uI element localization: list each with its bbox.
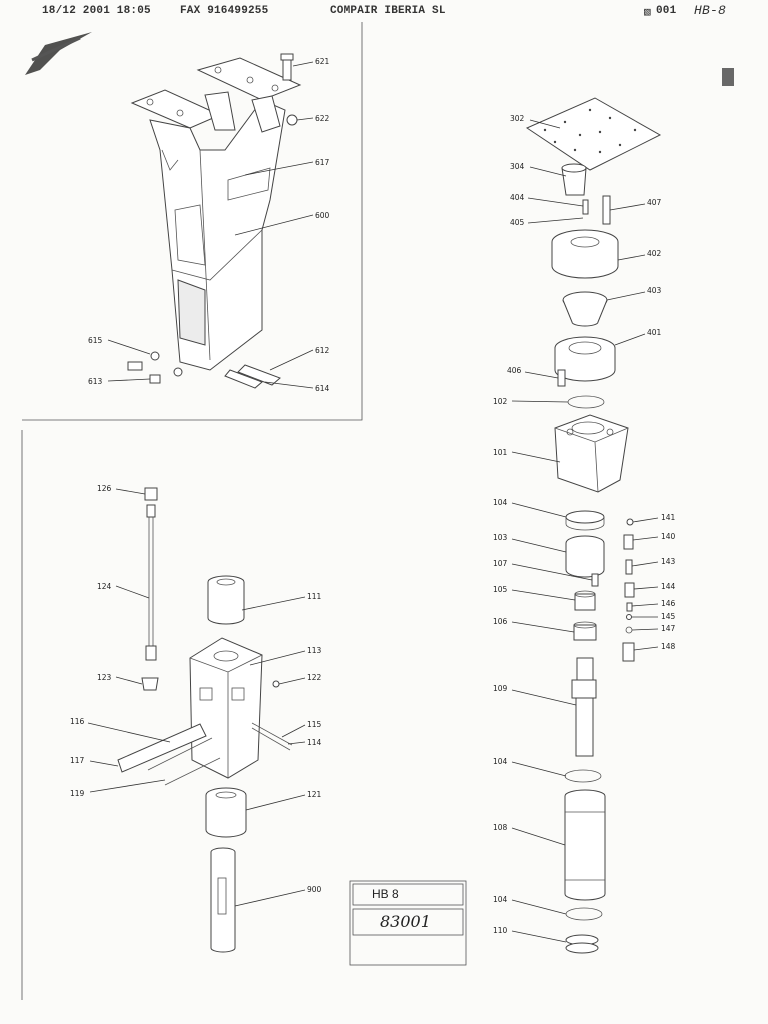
label-116: 116 <box>70 717 85 726</box>
fax-datetime: 18/12 2001 18:05 <box>42 5 151 17</box>
label-110: 110 <box>493 926 508 935</box>
valve-parts <box>622 518 635 662</box>
front-head-assembly <box>117 487 293 953</box>
label-104-mid: 104 <box>493 757 508 766</box>
cylinder-assembly <box>525 97 662 954</box>
label-402: 402 <box>647 249 662 258</box>
label-103: 103 <box>493 533 508 542</box>
label-304: 304 <box>510 162 525 171</box>
label-146: 146 <box>661 599 676 608</box>
label-613: 613 <box>88 377 103 386</box>
label-106: 106 <box>493 617 508 626</box>
label-406: 406 <box>507 366 522 375</box>
label-126: 126 <box>97 484 112 493</box>
label-123: 123 <box>97 673 112 682</box>
label-104-top: 104 <box>493 498 508 507</box>
label-109: 109 <box>493 684 508 693</box>
label-113: 113 <box>307 646 322 655</box>
label-121: 121 <box>307 790 322 799</box>
label-119: 119 <box>70 789 85 798</box>
title-box <box>349 880 467 966</box>
label-401: 401 <box>647 328 662 337</box>
label-115: 115 <box>307 720 322 729</box>
fax-number: FAX 916499255 <box>180 5 269 17</box>
label-104-low: 104 <box>493 895 508 904</box>
label-600: 600 <box>315 211 330 220</box>
label-117: 117 <box>70 756 85 765</box>
label-147: 147 <box>661 624 676 633</box>
handwritten-number: 83001 <box>380 912 431 931</box>
front-head-leaders <box>87 488 306 907</box>
frame-border <box>22 22 363 421</box>
label-101: 101 <box>493 448 508 457</box>
label-111: 111 <box>307 592 322 601</box>
label-621: 621 <box>315 57 330 66</box>
cylinder-leaders <box>511 119 659 943</box>
housing-leaders <box>107 61 314 389</box>
label-622: 622 <box>315 114 330 123</box>
handwritten-note: HB-8 <box>694 3 727 18</box>
fax-artifact <box>25 32 92 75</box>
label-114: 114 <box>307 738 322 747</box>
company-name: COMPAIR IBERIA SL <box>330 5 446 17</box>
label-403: 403 <box>647 286 662 295</box>
label-614: 614 <box>315 384 330 393</box>
label-124: 124 <box>97 582 112 591</box>
label-148: 148 <box>661 642 676 651</box>
model-label: HB 8 <box>372 887 399 901</box>
label-102: 102 <box>493 397 508 406</box>
label-105: 105 <box>493 585 508 594</box>
label-107: 107 <box>493 559 508 568</box>
label-141: 141 <box>661 513 676 522</box>
label-144: 144 <box>661 582 676 591</box>
label-615: 615 <box>88 336 103 345</box>
label-612: 612 <box>315 346 330 355</box>
label-143: 143 <box>661 557 676 566</box>
label-404: 404 <box>510 193 525 202</box>
fax-artifact <box>31 36 81 62</box>
label-302: 302 <box>510 114 525 123</box>
label-145: 145 <box>661 612 676 621</box>
label-900: 900 <box>307 885 322 894</box>
label-617: 617 <box>315 158 330 167</box>
fax-page-number: 001 <box>656 5 677 17</box>
label-122: 122 <box>307 673 322 682</box>
fax-header: 18/12 2001 18:05 FAX 916499255 COMPAIR I… <box>0 0 768 24</box>
housing-assembly <box>127 53 302 389</box>
fax-artifact <box>722 68 734 86</box>
label-405: 405 <box>510 218 525 227</box>
label-140: 140 <box>661 532 676 541</box>
fax-page-icon: ▧ <box>644 7 651 19</box>
label-407: 407 <box>647 198 662 207</box>
label-108: 108 <box>493 823 508 832</box>
